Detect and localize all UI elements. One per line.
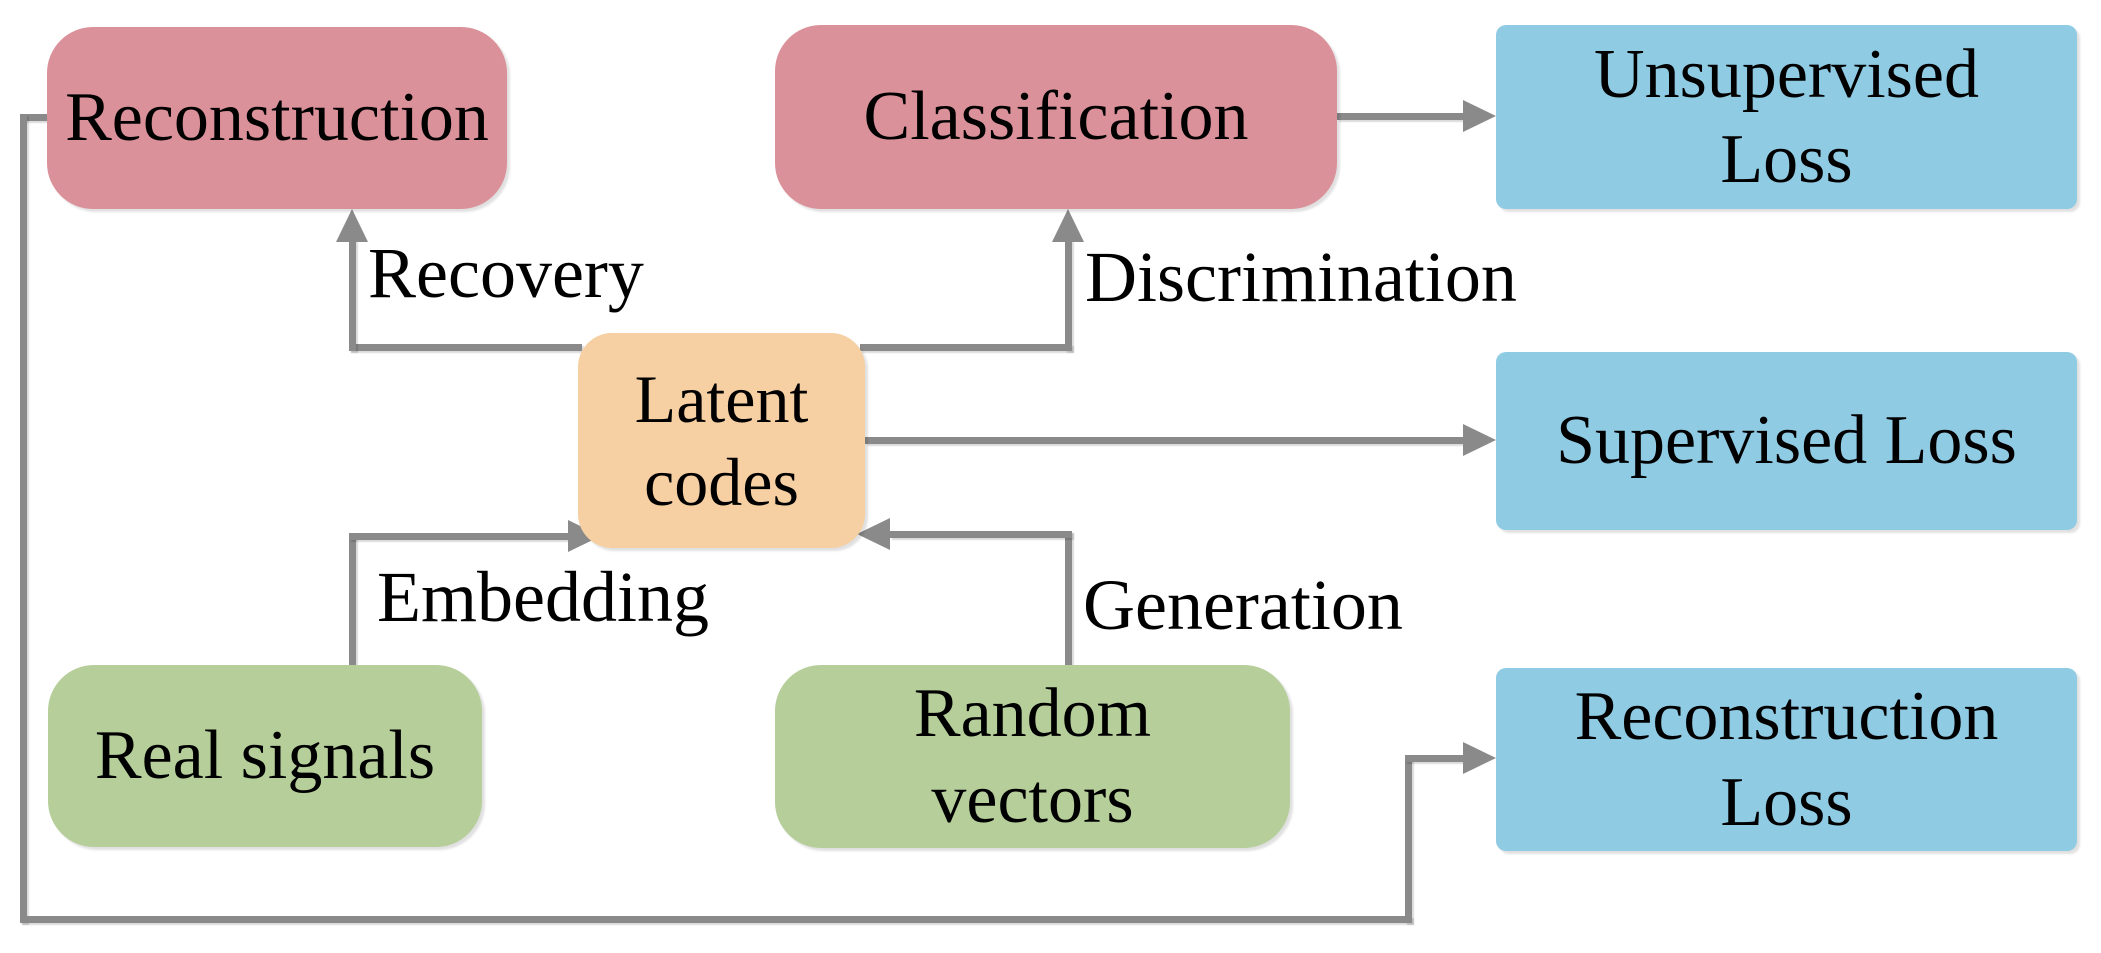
recovery-edge-horizontal bbox=[349, 344, 582, 351]
node-reconstruction-loss: Reconstruction Loss bbox=[1496, 668, 2077, 851]
edge-label-generation: Generation bbox=[1083, 565, 1403, 645]
embedding-edge-vertical bbox=[349, 533, 356, 665]
node-real-signals: Real signals bbox=[48, 665, 482, 847]
recovery-edge-vertical bbox=[349, 240, 356, 351]
classification-to-unsupervised-edge bbox=[1337, 113, 1465, 120]
edge-label-discrimination: Discrimination bbox=[1085, 237, 1517, 317]
embedding-edge-horizontal bbox=[349, 533, 569, 540]
loop-edge-right-vertical bbox=[1405, 755, 1412, 923]
edge-label-recovery: Recovery bbox=[368, 233, 644, 313]
node-random-vectors: Random vectors bbox=[775, 665, 1290, 848]
loop-edge-bottom-horizontal bbox=[20, 916, 1412, 923]
supervised-arrowhead-icon bbox=[1463, 424, 1496, 456]
generation-edge-horizontal bbox=[890, 531, 1072, 538]
generation-edge-vertical bbox=[1065, 531, 1072, 665]
unsupervised-arrowhead-icon bbox=[1463, 100, 1496, 132]
discrimination-edge-vertical bbox=[1065, 240, 1072, 351]
recovery-arrowhead-icon bbox=[336, 209, 368, 242]
loop-edge-left-vertical bbox=[20, 114, 27, 923]
loop-edge-into-loss bbox=[1405, 755, 1465, 762]
node-supervised-loss: Supervised Loss bbox=[1496, 352, 2077, 530]
edge-label-embedding: Embedding bbox=[377, 557, 709, 637]
node-reconstruction: Reconstruction bbox=[47, 27, 507, 209]
node-latent-codes: Latent codes bbox=[578, 333, 865, 548]
node-classification: Classification bbox=[775, 25, 1337, 209]
latent-to-supervised-edge bbox=[865, 437, 1465, 444]
loop-edge-top-stub bbox=[20, 114, 54, 121]
node-unsupervised-loss: Unsupervised Loss bbox=[1496, 25, 2077, 209]
discrimination-edge-horizontal bbox=[860, 344, 1072, 351]
discrimination-arrowhead-icon bbox=[1052, 209, 1084, 242]
loop-arrowhead-icon bbox=[1463, 742, 1496, 774]
